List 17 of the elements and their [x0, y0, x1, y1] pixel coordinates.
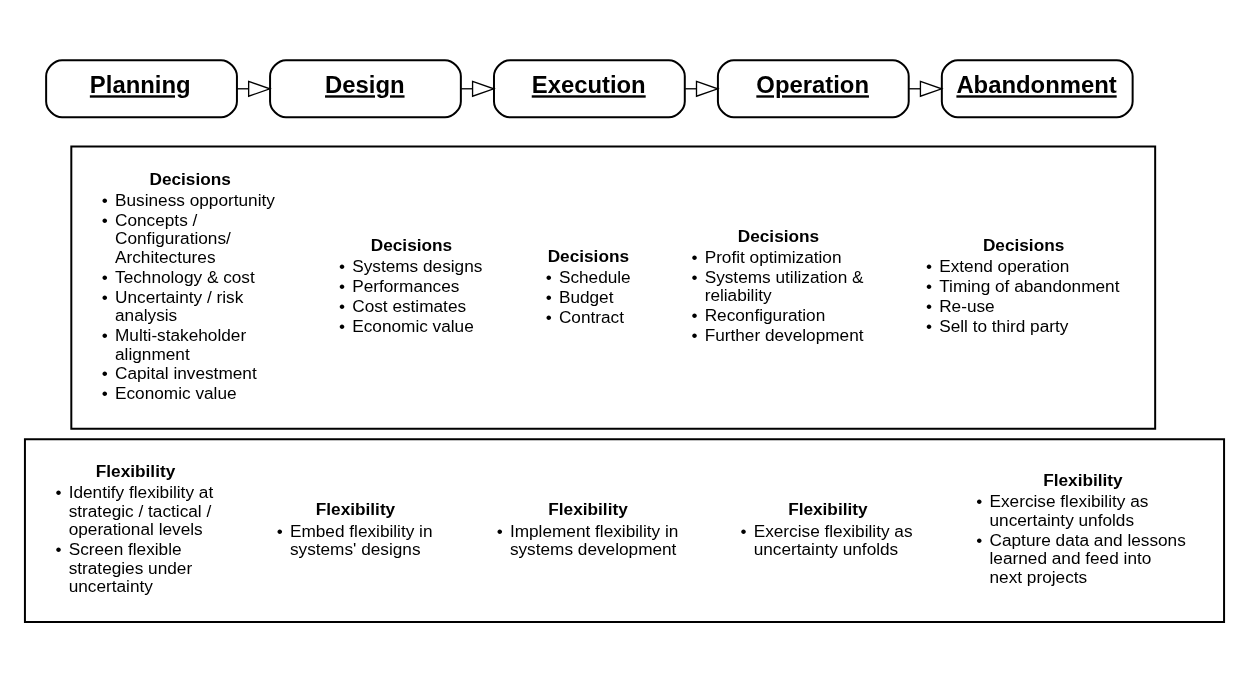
node-text: Flexibility • Exercise flexibility as uncertainty unfolds	[740, 499, 913, 560]
node-text: Flexibility • Implement flexibility in systems development	[496, 499, 679, 560]
node-box: Operation	[716, 59, 910, 119]
node-text: Decisions • Profit optimization • Systems utilization & reliability • Reconfiguration • Further development	[691, 225, 864, 346]
node-box: Execution	[493, 59, 686, 119]
node-text: Flexibility • Identify flexibility at strategic / tactical / operational levels • Screen flexible strategies under uncertainty	[55, 460, 214, 597]
node-box: Planning	[45, 59, 238, 119]
node-text: Flexibility • Embed flexibility in systems' designs	[276, 499, 433, 560]
cluster	[70, 145, 1157, 430]
node-text: Decisions • Business opportunity • Concepts / Configurations/ Architectures • Technology & cost • Uncertainty / risk analysis • Multi-stakeholder alignment • Capital investment • Economic value	[101, 168, 275, 404]
node-box: Design	[269, 59, 462, 119]
node-box: Abandonment	[940, 59, 1134, 119]
cluster	[23, 438, 1226, 624]
node-text: Decisions • Systems designs • Performances • Cost estimates • Economic value	[338, 234, 483, 336]
node-text: Decisions • Schedule • Budget • Contract	[545, 245, 631, 327]
node-text: Decisions • Extend operation • Timing of abandonment • Re-use • Sell to third party	[925, 234, 1120, 336]
node-text: Flexibility • Exercise flexibility as uncertainty unfolds • Capture data and lessons learned and feed into next projects	[976, 470, 1186, 587]
